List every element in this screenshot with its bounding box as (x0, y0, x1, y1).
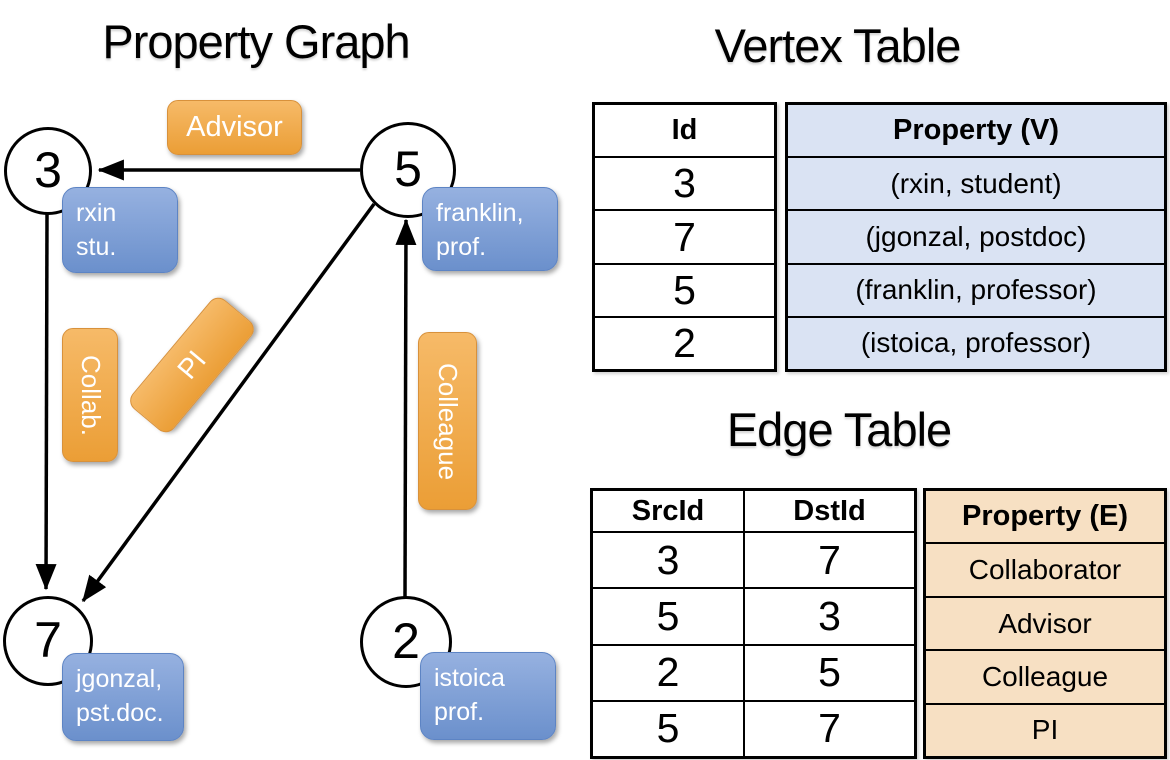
graph-node-2: 2 (360, 596, 452, 688)
edge-label-collab: Collab. (62, 328, 118, 462)
edge-table-dstid-cell: 5 (743, 643, 914, 700)
vertex-property-box-2: istoica prof. (420, 652, 556, 740)
edge-arrow-colleague-2-to-5 (395, 218, 417, 598)
edge-table-srcid-cell: 5 (593, 587, 743, 643)
vertex-property-line: stu. (76, 232, 117, 261)
edge-arrow-pi-5-to-7 (81, 202, 376, 603)
edge-arrow-collab-3-to-7 (35, 213, 57, 591)
vertex-table-property-cell: (istoica, professor) (788, 315, 1164, 370)
vertex-table-property-cell: (jgonzal, postdoc) (788, 209, 1164, 263)
edge-table-property-cell: Collaborator (926, 542, 1164, 596)
vertex-property-box-3: rxin stu. (62, 187, 178, 273)
vertex-table-id-cell: 2 (595, 315, 774, 369)
vertex-property-line: prof. (434, 697, 485, 726)
edge-label-advisor: Advisor (167, 100, 302, 155)
edge-table-property-cell: Advisor (926, 595, 1164, 650)
vertex-property-line: rxin (76, 199, 117, 227)
edge-table-dstid-cell: 7 (743, 699, 914, 756)
property-graph-title: Property Graph (102, 15, 410, 68)
vertex-table-id-cell: 3 (595, 156, 774, 209)
vertex-table-id-column: Id 3 7 5 2 (592, 102, 777, 372)
edge-table-title: Edge Table (726, 403, 952, 456)
vertex-property-line: pst.doc. (76, 698, 164, 727)
edge-table-property-column: Property (E) Collaborator Advisor Collea… (923, 488, 1167, 759)
edge-table-property-cell: Colleague (926, 649, 1164, 703)
edge-label-text: Colleague (433, 362, 463, 480)
vertex-table-property-cell: (franklin, professor) (788, 262, 1164, 316)
node-id-label: 5 (394, 141, 422, 197)
node-id-label: 3 (34, 142, 62, 198)
vertex-table-title: Vertex Table (714, 19, 962, 72)
vertex-table-header-id: Id (671, 114, 698, 147)
edge-table-dstid-cell: 7 (743, 531, 914, 588)
edge-table-srcid-cell: 5 (593, 699, 743, 756)
edge-label-text: Advisor (186, 111, 283, 143)
edge-label-text: Collab. (75, 354, 106, 436)
vertex-property-line: istoica (434, 664, 505, 692)
edge-table-property-cell: PI (926, 702, 1164, 757)
edge-table-srcid-cell: 3 (593, 531, 743, 587)
edge-table-srcid-cell: 2 (593, 643, 743, 700)
vertex-table-property-column: Property (V) (rxin, student) (jgonzal, p… (785, 102, 1167, 372)
node-id-label: 2 (392, 613, 420, 669)
edge-table-header-property: Property (E) (926, 491, 1164, 543)
edge-table-id-columns: SrcId DstId 3 7 5 3 2 5 5 7 (590, 488, 917, 759)
edge-table-header-dstid: DstId (743, 491, 914, 532)
vertex-table-header-property: Property (V) (788, 105, 1164, 157)
graph-node-5: 5 (360, 122, 456, 218)
vertex-property-line: franklin, (436, 199, 524, 227)
node-id-label: 7 (34, 612, 62, 668)
edge-table-dstid-cell: 3 (743, 587, 914, 644)
edge-label-colleague: Colleague (418, 332, 477, 510)
edge-label-text: PI (171, 344, 212, 385)
edge-table-header-srcid: SrcId (631, 494, 705, 527)
vertex-property-box-7: jgonzal, pst.doc. (62, 653, 184, 741)
vertex-table-id-cell: 7 (595, 209, 774, 262)
vertex-table-id-cell: 5 (595, 262, 774, 316)
vertex-property-box-5: franklin, prof. (422, 187, 558, 271)
graph-edges-svg (35, 159, 417, 603)
vertex-property-line: jgonzal, (76, 665, 163, 693)
vertex-property-line: prof. (436, 232, 487, 261)
vertex-table-property-cell: (rxin, student) (788, 156, 1164, 210)
